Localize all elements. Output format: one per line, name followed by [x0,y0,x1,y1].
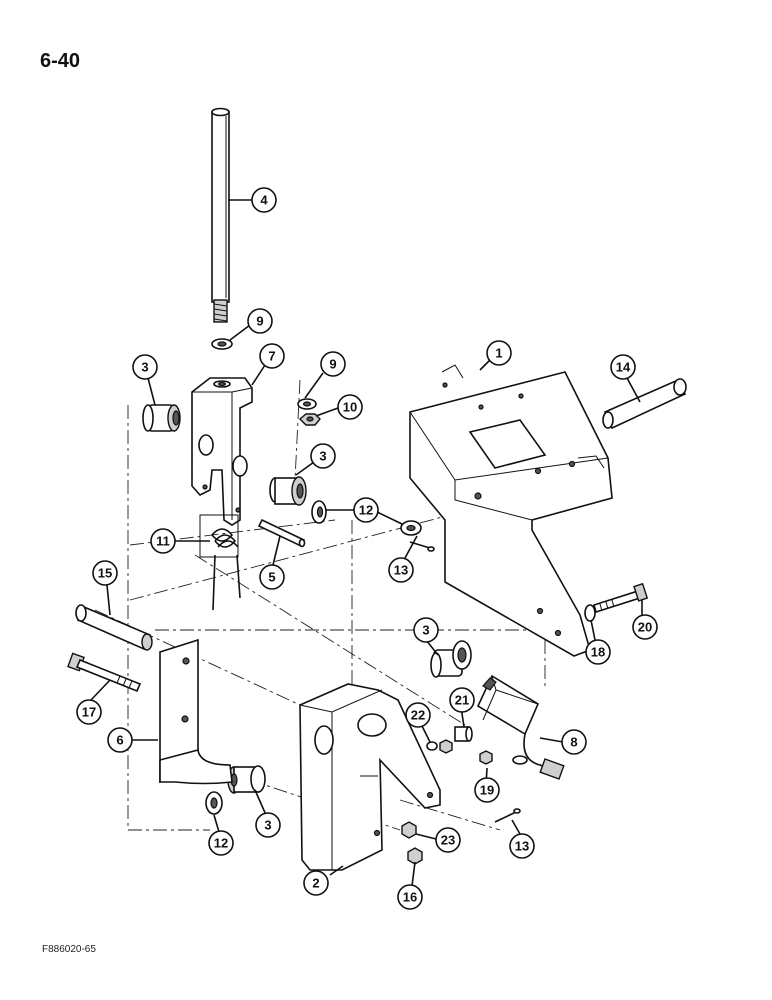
part-13-cotter-pin-lower [494,808,521,823]
callout-3: 3 [310,443,336,469]
callout-13: 13 [388,557,414,583]
svg-text:18: 18 [591,645,605,660]
callout-12: 12 [353,497,379,523]
svg-text:15: 15 [98,566,112,581]
part-23-nut [401,821,417,839]
part-18-washer [584,604,596,622]
part-9-washer-right [297,398,317,410]
svg-text:13: 13 [394,563,408,578]
part-15-pivot-pin [75,604,153,651]
callout-1: 1 [486,340,512,366]
part-9-washer-upper [211,338,233,350]
callout-5: 5 [259,564,285,590]
svg-text:3: 3 [319,449,326,464]
callout-22: 22 [405,702,431,728]
svg-text:4: 4 [260,193,268,208]
callout-9: 9 [247,308,273,334]
svg-text:16: 16 [403,890,417,905]
svg-text:9: 9 [256,314,263,329]
callout-7: 7 [259,343,285,369]
part-3-bushing-right [430,640,472,678]
part-6-angle-bracket [159,638,233,785]
part-12-washer-bottom [205,791,223,815]
svg-text:6: 6 [116,733,123,748]
callout-4: 4 [251,187,277,213]
part-3-bushing-center [269,476,307,506]
callout-2: 2 [303,870,329,896]
svg-text:19: 19 [480,783,494,798]
svg-text:2: 2 [312,876,319,891]
svg-text:23: 23 [441,833,455,848]
part-8-switch [476,674,565,780]
svg-text:5: 5 [268,570,275,585]
part-19-nut [479,750,493,765]
svg-text:12: 12 [214,836,228,851]
callout-19: 19 [474,777,500,803]
callout-21: 21 [449,687,475,713]
svg-text:7: 7 [268,349,275,364]
callout-16: 16 [397,884,423,910]
callout-23: 23 [435,827,461,853]
part-12-washer-upper [311,500,327,524]
part-5-pin [257,518,306,548]
part-1-mounting-bracket [409,364,613,657]
callout-8: 8 [561,729,587,755]
callout-17: 17 [76,699,102,725]
part-22-washer [426,739,453,754]
part-20-bolt [593,582,649,614]
svg-text:20: 20 [638,620,652,635]
part-4-lever-rod [211,107,230,323]
part-14-pivot-pin [602,378,687,430]
svg-text:10: 10 [343,400,357,415]
part-3-bushing-left-top [142,404,181,432]
svg-text:17: 17 [82,705,96,720]
part-2-lever-plate [299,683,441,871]
svg-text:3: 3 [141,360,148,375]
svg-text:8: 8 [570,735,577,750]
svg-text:22: 22 [411,708,425,723]
part-17-bolt [67,652,142,693]
callout-3: 3 [413,617,439,643]
svg-text:3: 3 [264,818,271,833]
svg-text:13: 13 [515,839,529,854]
svg-text:14: 14 [616,360,631,375]
svg-text:11: 11 [156,534,170,549]
callout-20: 20 [632,614,658,640]
callout-10: 10 [337,394,363,420]
svg-text:21: 21 [455,693,469,708]
callout-18: 18 [585,639,611,665]
part-21-spacer [454,726,473,742]
callout-15: 15 [92,560,118,586]
part-7-lever-yoke [191,377,253,526]
callout-3: 3 [132,354,158,380]
part-10-nut [298,413,321,426]
svg-text:1: 1 [495,346,502,361]
callout-13: 13 [509,833,535,859]
svg-text:9: 9 [329,357,336,372]
callout-3: 3 [255,812,281,838]
part-16-nut [407,847,423,865]
callout-11: 11 [150,528,176,554]
callout-12: 12 [208,830,234,856]
callout-14: 14 [610,354,636,380]
part-3-bushing-bottom [227,765,266,794]
svg-text:3: 3 [422,623,429,638]
callout-6: 6 [107,727,133,753]
callout-9: 9 [320,351,346,377]
part-12-washer-right [400,520,422,536]
page-number: 6-40 [40,50,81,72]
part-11-torsion-spring [199,514,241,611]
figure-code: F886020-65 [42,944,96,955]
svg-text:12: 12 [359,503,373,518]
